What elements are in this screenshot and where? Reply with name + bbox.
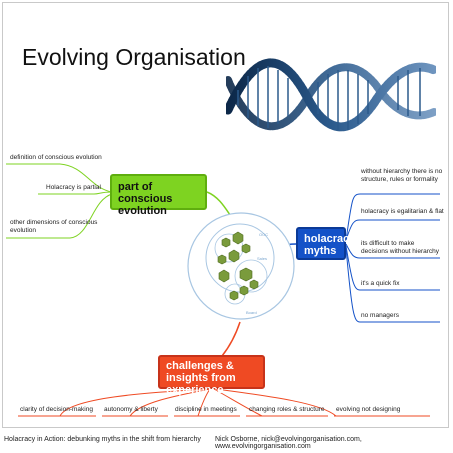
leaf-evolving-not-designing[interactable]: evolving not designing — [336, 406, 401, 413]
dna-strands — [226, 58, 436, 132]
connector-challenges-leaf-1 — [18, 388, 211, 417]
leaf-myth-decisions[interactable]: its difficult to make decisions without … — [361, 240, 440, 255]
footer-subtitle: Holacracy in Action: debunking myths in … — [4, 436, 201, 443]
page-title: Evolving Organisation — [22, 44, 246, 70]
connector-myths-leaf-4 — [345, 245, 440, 291]
holacracy-circle-diagram — [187, 212, 295, 320]
center-label-small: Sales — [257, 256, 268, 261]
dna-helix-image — [226, 58, 436, 132]
frame-border — [2, 2, 449, 428]
leaf-discipline-meetings[interactable]: discipline in meetings — [175, 406, 237, 413]
branch-node-challenges-insights[interactable]: challenges & insights from experience — [158, 355, 265, 396]
connector-myths-leaf-1 — [345, 193, 440, 241]
branch-node-holacracy-myths[interactable]: holacracy myths — [296, 227, 355, 260]
connector-conscious-leaf-1 — [6, 163, 113, 193]
leaf-holacracy-partial[interactable]: Holacracy is partial — [46, 184, 101, 191]
leaf-clarity-decision-making[interactable]: clarity of decision-making — [20, 406, 93, 413]
connector-challenges-leaf-5 — [215, 388, 338, 417]
connector-conscious-leaf-3 — [6, 193, 113, 239]
leaf-myth-no-managers[interactable]: no managers — [361, 312, 399, 319]
connector-myths-leaf-5 — [345, 247, 440, 323]
leaf-myth-egalitarian[interactable]: holacracy is egalitarian & flat — [361, 208, 444, 215]
connector-challenges-leaf-2 — [102, 388, 211, 417]
leaf-definition-conscious-evolution[interactable]: definition of conscious evolution — [10, 154, 102, 161]
connector-conscious-leaf-2 — [38, 191, 113, 195]
center-label-board: Board — [246, 310, 257, 315]
leaf-myth-quick-fix[interactable]: it's a quick fix — [361, 280, 400, 287]
footer-author-contact: Nick Osborne, nick@evolvingorganisation.… — [215, 436, 362, 450]
leaf-autonomy-liberty[interactable]: autonomy & liberty — [104, 406, 158, 413]
leaf-other-dimensions[interactable]: other dimensions of conscious evolution — [10, 219, 98, 234]
branch-node-conscious-evolution[interactable]: part of conscious evolution — [110, 174, 207, 217]
connector-myths-leaf-2 — [345, 219, 440, 241]
leaf-myth-no-structure[interactable]: without hierarchy there is no structure,… — [361, 168, 443, 183]
dna-rungs — [237, 66, 421, 130]
connector-challenges-center — [221, 321, 241, 357]
connector-myths-leaf-3 — [345, 243, 440, 259]
center-label-ooc: OOC — [259, 232, 269, 237]
leaf-changing-roles[interactable]: changing roles & structure — [249, 406, 325, 413]
